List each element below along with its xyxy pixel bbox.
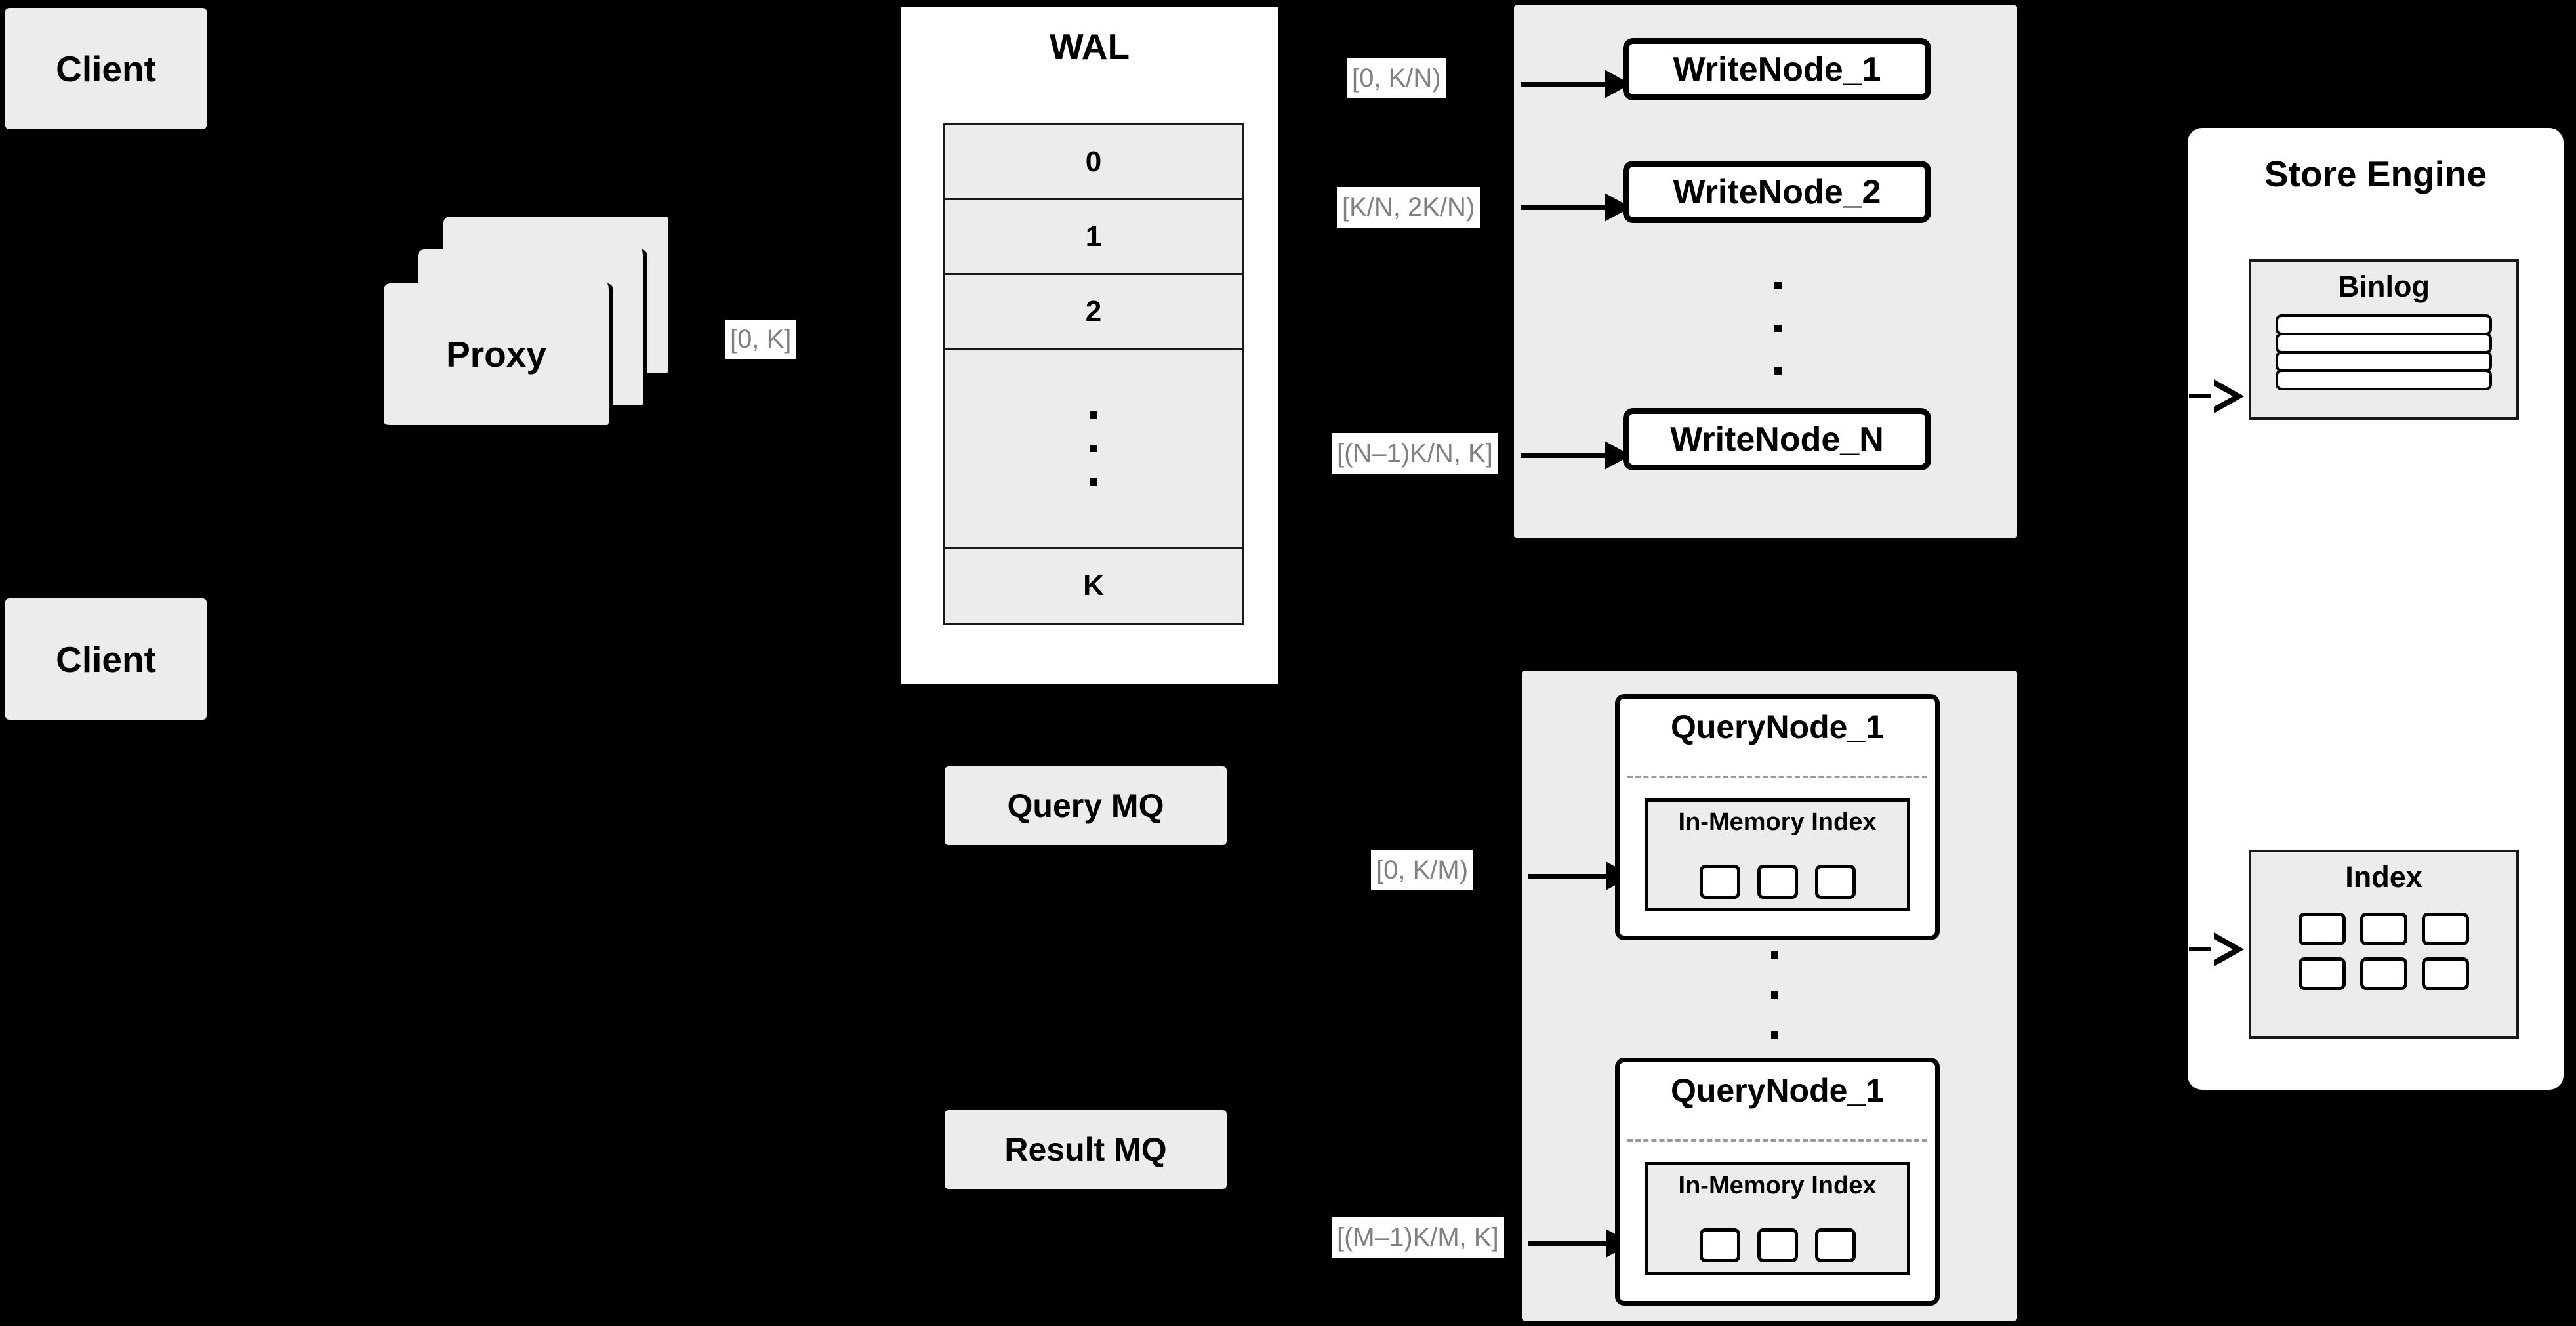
ellipsis-dot bbox=[1774, 282, 1782, 289]
write-node-1-label: WriteNode_1 bbox=[1673, 50, 1881, 89]
write-node-ellipsis bbox=[1771, 282, 1784, 375]
write-node-2[interactable]: WriteNode_2 bbox=[1623, 161, 1931, 223]
index-cell[interactable] bbox=[2299, 957, 2346, 990]
write-node-1[interactable]: WriteNode_1 bbox=[1623, 38, 1931, 100]
index-cell[interactable] bbox=[2360, 913, 2407, 945]
query-node-m-divider bbox=[1627, 1139, 1927, 1142]
binlog-title: Binlog bbox=[2338, 270, 2430, 303]
arrow-to-index bbox=[2189, 932, 2244, 966]
edge-label-querynode-1: [0, K/M) bbox=[1371, 850, 1474, 890]
ellipsis-dot bbox=[1774, 325, 1782, 332]
query-mq-node[interactable]: Query MQ bbox=[945, 766, 1227, 845]
write-node-n-label: WriteNode_N bbox=[1670, 420, 1884, 459]
index-cell[interactable] bbox=[1757, 1228, 1798, 1262]
index-cell[interactable] bbox=[2422, 913, 2469, 945]
store-engine-panel: Store Engine Binlog Index bbox=[2188, 128, 2564, 1090]
edge-label-proxy-wal-text: [0, K] bbox=[730, 324, 792, 354]
ellipsis-dot bbox=[1090, 478, 1097, 486]
wal-title: WAL bbox=[1049, 26, 1130, 67]
index-cell[interactable] bbox=[1699, 1228, 1740, 1262]
query-node-ellipsis bbox=[1768, 951, 1781, 1039]
in-memory-index-1-label: In-Memory Index bbox=[1678, 808, 1877, 836]
query-node-1-label: QueryNode_1 bbox=[1670, 709, 1885, 745]
ellipsis-dot bbox=[1770, 951, 1778, 959]
in-memory-index-1: In-Memory Index bbox=[1645, 798, 1910, 911]
index-cell[interactable] bbox=[1814, 865, 1856, 899]
write-node-2-label: WriteNode_2 bbox=[1673, 173, 1881, 211]
arrow-to-binlog bbox=[2189, 379, 2244, 413]
query-node-1[interactable]: QueryNode_1 In-Memory Index bbox=[1615, 694, 1940, 940]
query-mq-label: Query MQ bbox=[1007, 787, 1164, 824]
index-cell[interactable] bbox=[2299, 913, 2346, 945]
query-node-1-divider bbox=[1627, 776, 1927, 778]
ellipsis-dot bbox=[1770, 1031, 1778, 1039]
arrow-to-writenode-n bbox=[1521, 441, 1631, 470]
write-node-n[interactable]: WriteNode_N bbox=[1623, 408, 1931, 470]
index-title: Index bbox=[2345, 860, 2423, 894]
wal-row-last[interactable]: K bbox=[945, 549, 1242, 623]
in-memory-index-m-label: In-Memory Index bbox=[1678, 1172, 1877, 1199]
ellipsis-dot bbox=[1090, 444, 1097, 452]
in-memory-index-m: In-Memory Index bbox=[1645, 1162, 1910, 1275]
in-memory-index-1-cells bbox=[1648, 865, 1907, 899]
binlog-box: Binlog bbox=[2249, 259, 2519, 420]
proxy-node[interactable]: Proxy bbox=[384, 283, 613, 429]
binlog-row[interactable] bbox=[2276, 333, 2492, 354]
result-mq-label: Result MQ bbox=[1004, 1131, 1167, 1168]
wal-row[interactable]: 0 bbox=[945, 125, 1242, 200]
ellipsis-dot bbox=[1774, 367, 1782, 375]
edge-label-writenode-2-text: [K/N, 2K/N) bbox=[1342, 192, 1475, 222]
edge-label-writenode-2: [K/N, 2K/N) bbox=[1337, 187, 1481, 228]
edge-label-proxy-wal: [0, K] bbox=[725, 320, 797, 359]
index-grid bbox=[2299, 913, 2469, 990]
query-node-m[interactable]: QueryNode_1 In-Memory Index bbox=[1615, 1058, 1940, 1306]
query-node-m-label: QueryNode_1 bbox=[1670, 1072, 1885, 1109]
ellipsis-dot bbox=[1090, 411, 1097, 419]
edge-label-writenode-n-text: [(N–1)K/N, K] bbox=[1337, 438, 1493, 468]
index-cell[interactable] bbox=[1814, 1228, 1856, 1262]
binlog-rows bbox=[2276, 314, 2492, 390]
wal-row[interactable]: 2 bbox=[945, 275, 1242, 350]
index-cell[interactable] bbox=[1699, 865, 1740, 899]
client-node-2[interactable]: Client bbox=[5, 598, 207, 720]
binlog-row[interactable] bbox=[2276, 369, 2492, 390]
client-node-1[interactable]: Client bbox=[5, 8, 207, 129]
client-node-1-label: Client bbox=[56, 48, 156, 89]
in-memory-index-m-cells bbox=[1648, 1228, 1907, 1262]
wal-row[interactable]: 1 bbox=[945, 200, 1242, 275]
index-cell[interactable] bbox=[2360, 957, 2407, 990]
wal-table: 0 1 2 K bbox=[943, 123, 1244, 625]
edge-label-writenode-1: [0, K/N) bbox=[1347, 58, 1446, 98]
store-engine-title: Store Engine bbox=[2264, 154, 2487, 194]
index-box: Index bbox=[2249, 850, 2519, 1039]
edge-label-writenode-1-text: [0, K/N) bbox=[1352, 63, 1441, 93]
client-node-2-label: Client bbox=[56, 638, 156, 680]
edge-label-querynode-1-text: [0, K/M) bbox=[1376, 855, 1469, 884]
edge-label-writenode-n: [(N–1)K/N, K] bbox=[1332, 433, 1498, 474]
arrow-to-writenode-1 bbox=[1521, 70, 1631, 98]
index-cell[interactable] bbox=[1757, 865, 1798, 899]
wal-row-ellipsis bbox=[945, 350, 1242, 549]
edge-label-querynode-m-text: [(M–1)K/M, K] bbox=[1337, 1222, 1499, 1252]
arrow-to-writenode-2 bbox=[1521, 193, 1631, 222]
proxy-node-label: Proxy bbox=[446, 333, 546, 375]
ellipsis-dot bbox=[1770, 991, 1778, 999]
index-cell[interactable] bbox=[2422, 957, 2469, 990]
edge-label-querynode-m: [(M–1)K/M, K] bbox=[1332, 1217, 1504, 1258]
result-mq-node[interactable]: Result MQ bbox=[945, 1110, 1227, 1189]
